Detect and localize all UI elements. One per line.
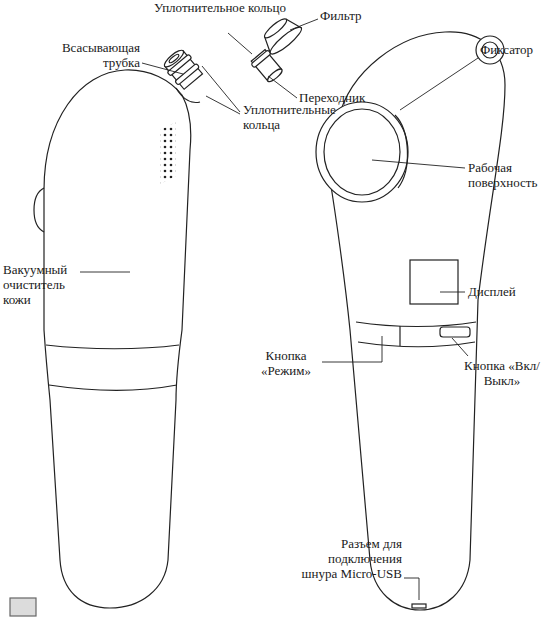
button-divider: [399, 326, 400, 346]
side-button: [34, 188, 44, 232]
leader-line: [290, 19, 318, 30]
leader-line: [202, 66, 240, 112]
leader-line: [440, 292, 465, 293]
part-label: Вакуумный очиститель кожи: [3, 262, 81, 307]
tube-base: [176, 88, 200, 102]
part-label: Кнопка «Режим»: [252, 348, 320, 378]
usb-port: [412, 604, 426, 608]
part-label: Фильтр: [320, 8, 380, 23]
part-label: Дисплей: [468, 284, 538, 299]
leader-line: [372, 160, 465, 168]
body-band: [49, 385, 177, 390]
grey-square: [10, 598, 36, 616]
leader-line: [206, 96, 240, 114]
leader-line: [80, 272, 130, 273]
cleaner-body: [44, 70, 191, 608]
leader-line: [400, 58, 478, 110]
leader-line: [452, 338, 468, 356]
part-label: Разъем для подключения шнура Micro-USB: [290, 536, 402, 581]
filter: [258, 12, 305, 57]
display: [410, 260, 458, 304]
part-label: Всасывающая трубка: [40, 40, 140, 70]
suction-tube: [161, 46, 204, 90]
body-band: [46, 345, 179, 349]
part-label: Кнопка «Вкл/Выкл»: [452, 358, 552, 388]
part-label: Уплотнительное кольцо: [150, 0, 290, 15]
vent-holes: [160, 122, 176, 184]
adapter: [250, 48, 285, 84]
part-label: Рабочая поверхность: [468, 160, 554, 190]
ring-edge: [395, 115, 407, 188]
leader-line: [404, 578, 419, 600]
power-button: [440, 327, 470, 337]
part-label: Фиксатор: [480, 42, 550, 57]
body-band: [356, 322, 476, 327]
leader-line: [268, 76, 297, 98]
leader-line: [228, 33, 252, 54]
leader-line: [322, 336, 382, 362]
leader-line: [142, 63, 183, 74]
part-label: Уплотнительные кольца: [243, 102, 353, 132]
